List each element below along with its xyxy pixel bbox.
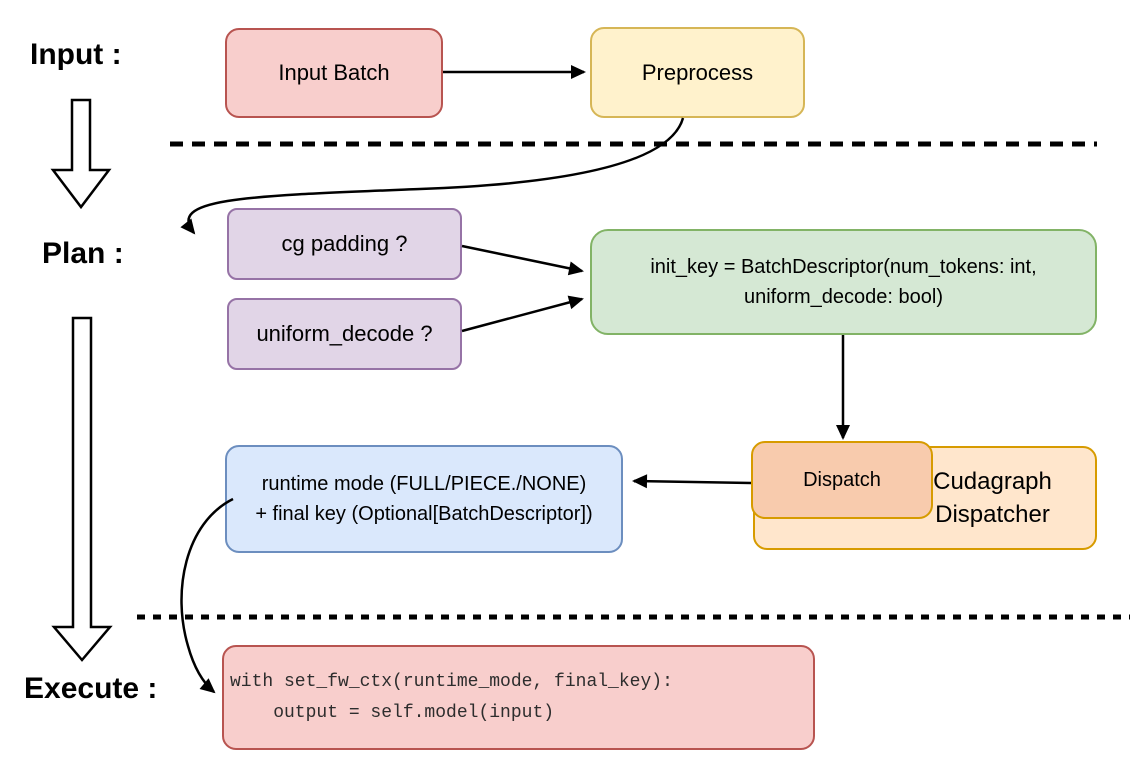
- stage-arrow-plan-to-execute: [51, 316, 113, 662]
- node-preprocess: Preprocess: [590, 27, 805, 118]
- node-input-batch-label: Input Batch: [278, 60, 390, 85]
- stage-label-execute: Execute :: [24, 672, 158, 705]
- connector-dispatch-to-runtime-arrow: [632, 474, 752, 489]
- node-cg-padding-label: cg padding ?: [281, 231, 408, 256]
- execute-code-line2: output = self.model(input): [230, 702, 555, 723]
- stage-arrow-input-to-plan: [50, 98, 112, 210]
- node-init-key: init_key = BatchDescriptor(num_tokens: i…: [590, 229, 1097, 335]
- connector-cgpadding-to-initkey-arrow: [461, 244, 584, 276]
- node-runtime-result: runtime mode (FULL/PIECE./NONE) + final …: [225, 445, 623, 553]
- node-runtime-result-line2: + final key (Optional[BatchDescriptor]): [255, 503, 593, 525]
- node-dispatch-label: Dispatch: [803, 469, 881, 491]
- stage-label-input: Input :: [30, 38, 122, 71]
- node-uniform-decode: uniform_decode ?: [227, 298, 462, 370]
- node-execute-code: with set_fw_ctx(runtime_mode, final_key)…: [222, 645, 815, 750]
- node-preprocess-label: Preprocess: [641, 59, 754, 85]
- node-init-key-line2: uniform_decode: bool): [743, 286, 943, 308]
- node-runtime-result-line1: runtime mode (FULL/PIECE./NONE): [261, 473, 587, 495]
- execute-code-line1: with set_fw_ctx(runtime_mode, final_key)…: [230, 671, 673, 692]
- node-input-batch: Input Batch: [225, 28, 443, 118]
- node-init-key-line1: init_key = BatchDescriptor(num_tokens: i…: [650, 256, 1037, 278]
- node-uniform-decode-label: uniform_decode ?: [256, 321, 433, 346]
- stage-label-plan: Plan :: [42, 237, 124, 270]
- node-cudagraph-dispatcher-label: Cudagraph Dispatcher: [933, 468, 1052, 528]
- connector-uniformdecode-to-initkey-arrow: [461, 295, 584, 333]
- node-dispatch: Dispatch: [751, 441, 933, 519]
- node-cg-padding: cg padding ?: [227, 208, 462, 280]
